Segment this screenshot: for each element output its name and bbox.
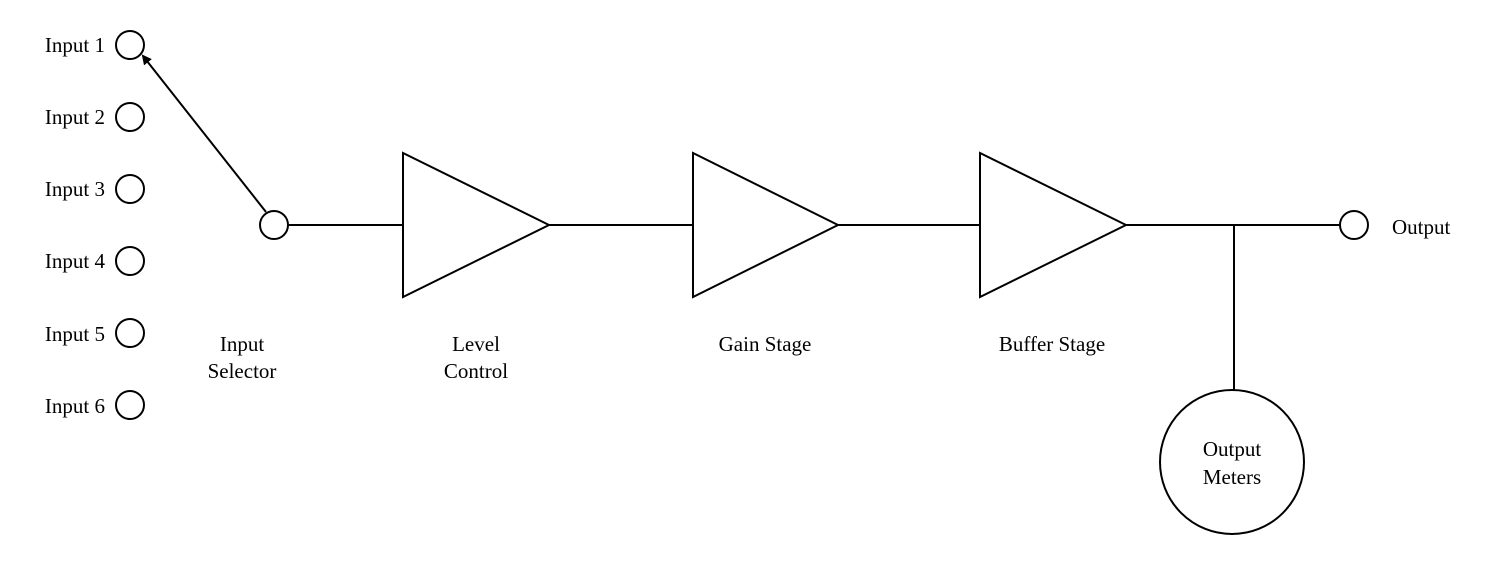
level-control-amplifier[interactable] [402, 151, 552, 299]
input-jack-1[interactable]: Input 1 [45, 30, 145, 60]
input-selector-label-line2: Selector [208, 359, 277, 383]
input-label-5: Input 5 [45, 322, 105, 346]
input-label-6: Input 6 [45, 394, 105, 418]
input-3-terminal[interactable] [115, 174, 145, 204]
input-5-terminal[interactable] [115, 318, 145, 348]
input-1-terminal[interactable] [115, 30, 145, 60]
input-jack-5[interactable]: Input 5 [45, 318, 145, 348]
buffer-stage-amplifier[interactable] [979, 151, 1129, 299]
input-jack-2[interactable]: Input 2 [45, 102, 145, 132]
input-4-terminal[interactable] [115, 246, 145, 276]
input-jack-4[interactable]: Input 4 [45, 246, 145, 276]
input-label-1: Input 1 [45, 33, 105, 57]
output-meters-label-line1: Output [1203, 437, 1262, 461]
input-jack-3[interactable]: Input 3 [45, 174, 145, 204]
output-meters-label-line2: Meters [1203, 465, 1261, 489]
gain-stage-label: Gain Stage [719, 332, 812, 356]
output-terminal[interactable] [1339, 210, 1369, 240]
input-2-terminal[interactable] [115, 102, 145, 132]
input-jack-6[interactable]: Input 6 [45, 390, 145, 420]
level-control-label-line1: Level [452, 332, 500, 356]
gain-stage-amplifier[interactable] [692, 151, 841, 299]
output-meters[interactable] [1159, 389, 1305, 535]
input-label-2: Input 2 [45, 105, 105, 129]
output-label: Output [1392, 215, 1451, 239]
input-selector-pivot[interactable] [259, 210, 289, 240]
input-label-4: Input 4 [45, 249, 106, 273]
input-label-3: Input 3 [45, 177, 105, 201]
input-selector-label-line1: Input [220, 332, 264, 356]
buffer-stage-label: Buffer Stage [999, 332, 1105, 356]
input-6-terminal[interactable] [115, 390, 145, 420]
level-control-label-line2: Control [444, 359, 508, 383]
selector-switch-arm[interactable] [141, 54, 267, 213]
